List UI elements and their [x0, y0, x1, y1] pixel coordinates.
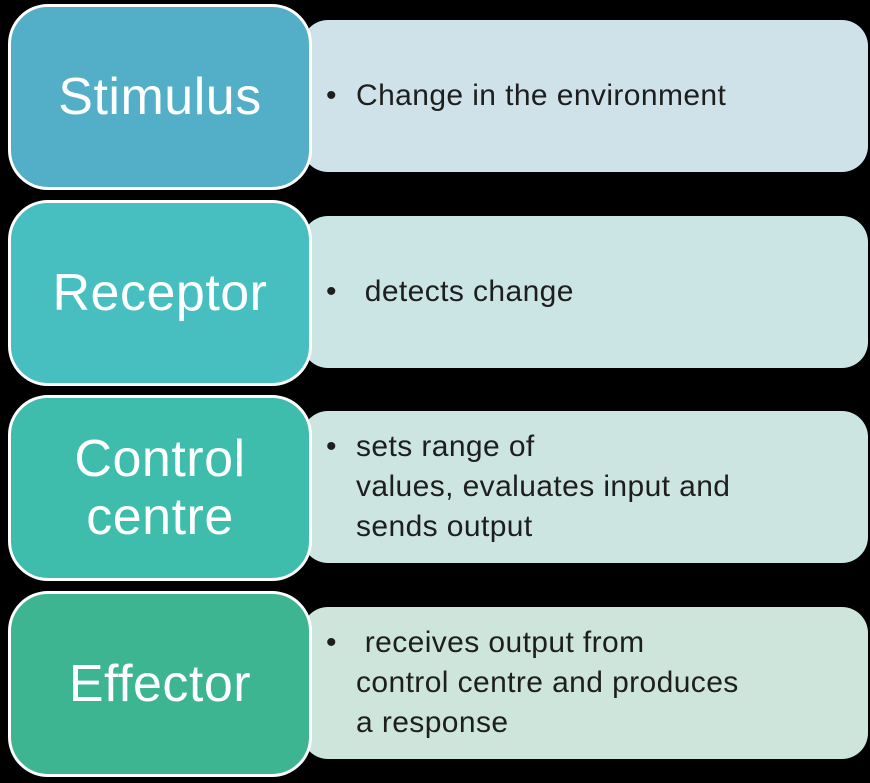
bullet-icon: •	[326, 626, 337, 659]
stage-box-receptor: Receptor	[8, 200, 312, 386]
bullet-item: • sets range of values, evaluates input …	[326, 427, 730, 547]
diagram-row-effector: • receives output from control centre an…	[0, 587, 870, 783]
stage-description: detects change	[356, 275, 574, 308]
description-panel-stimulus: • Change in the environment	[302, 20, 868, 172]
stage-box-control-centre: Control centre	[8, 395, 312, 581]
bullet-icon: •	[326, 275, 337, 308]
bullet-icon: •	[326, 430, 337, 463]
description-panel-receptor: • detects change	[302, 216, 868, 368]
description-panel-effector: • receives output from control centre an…	[302, 607, 868, 759]
diagram-row-control-centre: • sets range of values, evaluates input …	[0, 391, 870, 587]
bullet-item: • detects change	[326, 272, 574, 312]
stage-description: sets range of values, evaluates input an…	[356, 430, 731, 543]
bullet-icon: •	[326, 79, 337, 112]
bullet-item: • receives output from control centre an…	[326, 623, 739, 743]
stage-title: Stimulus	[58, 67, 262, 126]
bullet-item: • Change in the environment	[326, 76, 726, 116]
stage-title: Control centre	[74, 429, 246, 546]
diagram-row-receptor: • detects change Receptor	[0, 196, 870, 392]
stage-description: Change in the environment	[356, 79, 727, 112]
stage-box-stimulus: Stimulus	[8, 4, 312, 190]
description-panel-control-centre: • sets range of values, evaluates input …	[302, 411, 868, 563]
stage-box-effector: Effector	[8, 591, 312, 777]
diagram-row-stimulus: • Change in the environment Stimulus	[0, 0, 870, 196]
stage-title: Effector	[68, 654, 252, 713]
stage-title: Receptor	[52, 263, 268, 322]
stage-description: receives output from control centre and …	[356, 626, 739, 739]
